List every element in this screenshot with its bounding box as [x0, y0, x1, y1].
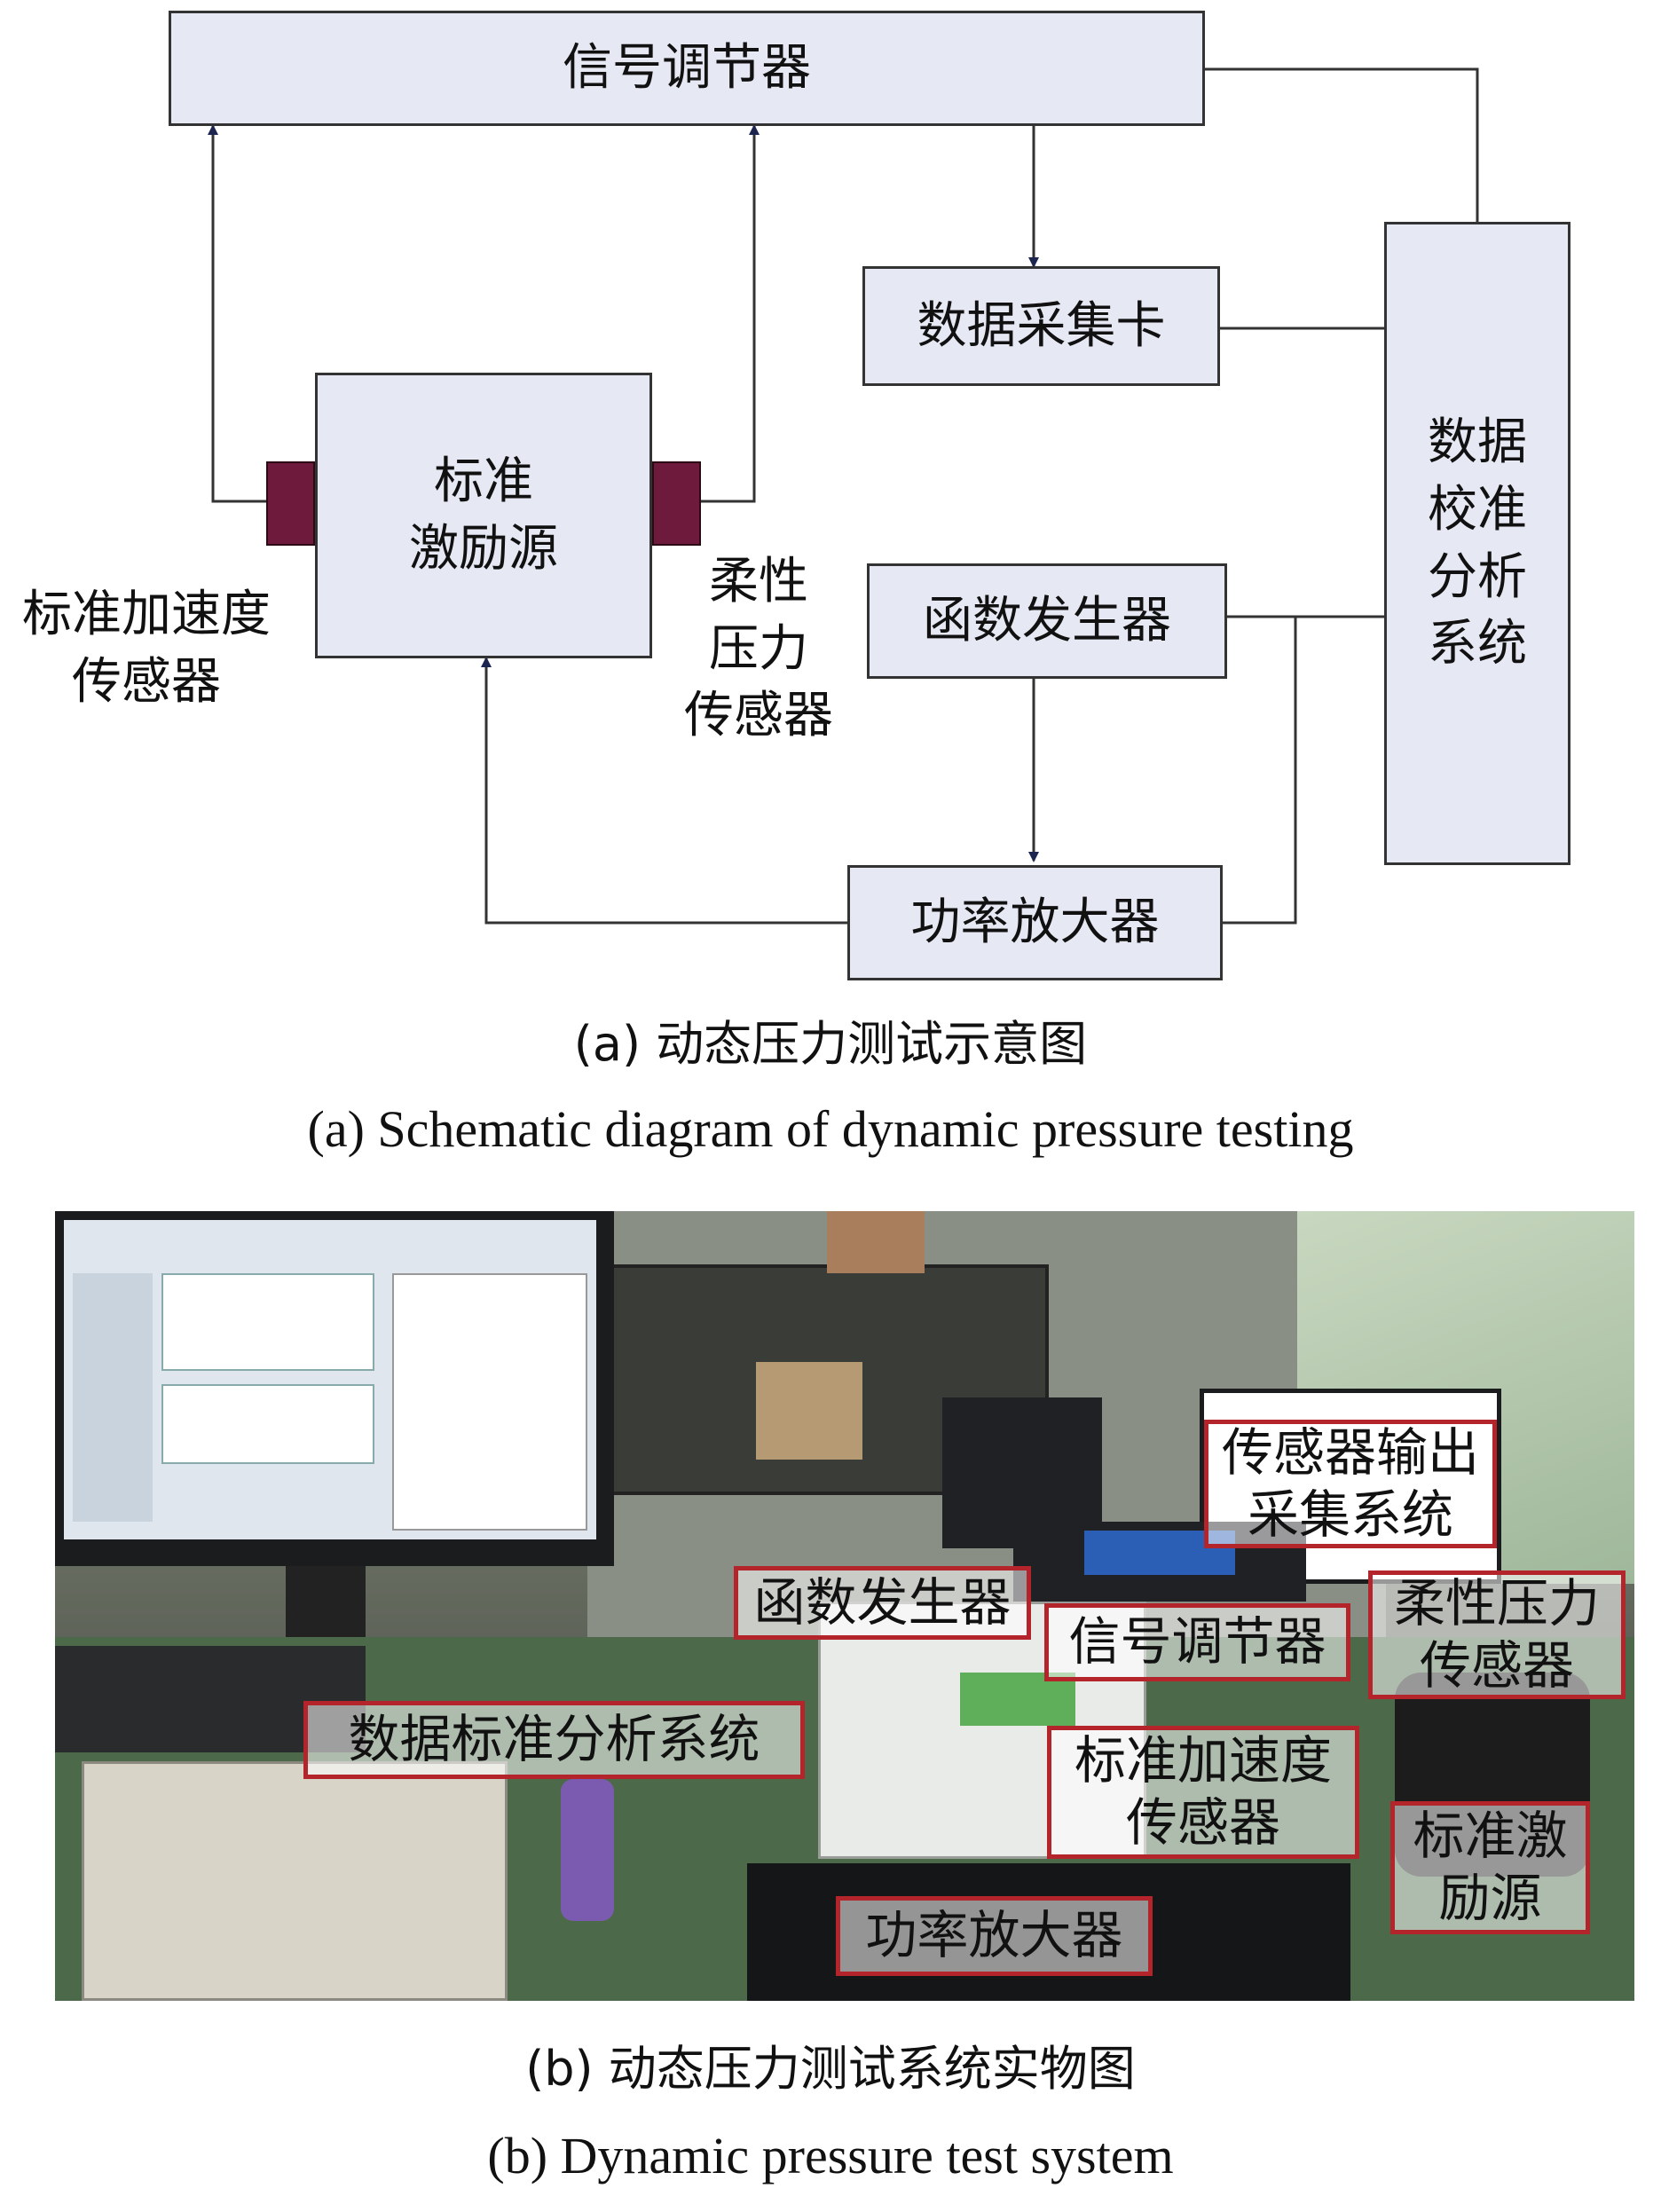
pressure-sensor-photo-label: 柔性压力 传感器 — [1368, 1570, 1626, 1699]
test-system-photo: 传感器输出 采集系统 函数发生器 信号调节器 柔性压力 传感器 数据标准分析系统… — [55, 1211, 1634, 2001]
signal-conditioner-box: 信号调节器 — [169, 11, 1205, 126]
screen-table — [392, 1273, 587, 1531]
calibration-label-line2: 校准 — [1428, 480, 1527, 539]
function-generator-photo-label: 函数发生器 — [734, 1566, 1031, 1640]
daq-card-box: 数据采集卡 — [862, 266, 1220, 386]
calibration-label-line4: 系统 — [1428, 615, 1527, 673]
daq-card-label: 数据采集卡 — [917, 296, 1166, 355]
monitor-stand — [286, 1566, 366, 1637]
excitation-source-box: 标准 激励源 — [315, 373, 652, 658]
caption-a-en: (a) Schematic diagram of dynamic pressur… — [307, 1100, 1354, 1158]
excitation-source-photo-label: 标准激 励源 — [1390, 1801, 1590, 1934]
shelf-box-2 — [827, 1211, 925, 1273]
accel-sensor-label: 标准加速度 传感器 — [22, 586, 271, 711]
power-amplifier-label: 功率放大器 — [910, 893, 1160, 952]
device-display — [960, 1673, 1075, 1726]
accel-sensor-plug — [266, 461, 315, 546]
excitation-label-line1: 标准 — [434, 453, 533, 511]
signal-conditioner-label: 信号调节器 — [563, 39, 811, 98]
pressure-sensor-label: 柔性 压力 传感器 — [684, 553, 833, 745]
caption-b-en: (b) Dynamic pressure test system — [487, 2127, 1174, 2184]
signal-conditioner-photo-label: 信号调节器 — [1044, 1603, 1350, 1681]
analysis-system-photo-label: 数据标准分析系统 — [303, 1701, 805, 1779]
purple-bottle — [561, 1779, 614, 1921]
power-amplifier-photo-label: 功率放大器 — [836, 1896, 1153, 1976]
function-generator-box: 函数发生器 — [867, 563, 1227, 679]
pressure-sensor-plug — [652, 461, 701, 546]
screen-sidebar — [73, 1273, 153, 1522]
calibration-system-box: 数据 校准 分析 系统 — [1384, 222, 1570, 865]
power-amplifier-box: 功率放大器 — [847, 865, 1223, 980]
caption-b-zh: (b) 动态压力测试系统实物图 — [525, 2041, 1136, 2097]
sensor-output-system-label: 传感器输出 采集系统 — [1204, 1420, 1497, 1548]
calibration-label-line3: 分析 — [1428, 547, 1527, 606]
pc-case — [82, 1761, 508, 2001]
accel-sensor-photo-label: 标准加速度 传感器 — [1047, 1726, 1359, 1859]
connector-lines — [208, 67, 1479, 925]
calibration-label-line1: 数据 — [1428, 413, 1527, 472]
screen-waveform-1 — [161, 1273, 374, 1371]
function-generator-label: 函数发生器 — [923, 592, 1171, 650]
screen-waveform-2 — [161, 1384, 374, 1464]
shelf-box — [756, 1362, 862, 1460]
caption-a-zh: (a) 动态压力测试示意图 — [573, 1016, 1088, 1072]
monitor-screen — [64, 1220, 596, 1539]
excitation-label-line2: 激励源 — [409, 520, 558, 578]
